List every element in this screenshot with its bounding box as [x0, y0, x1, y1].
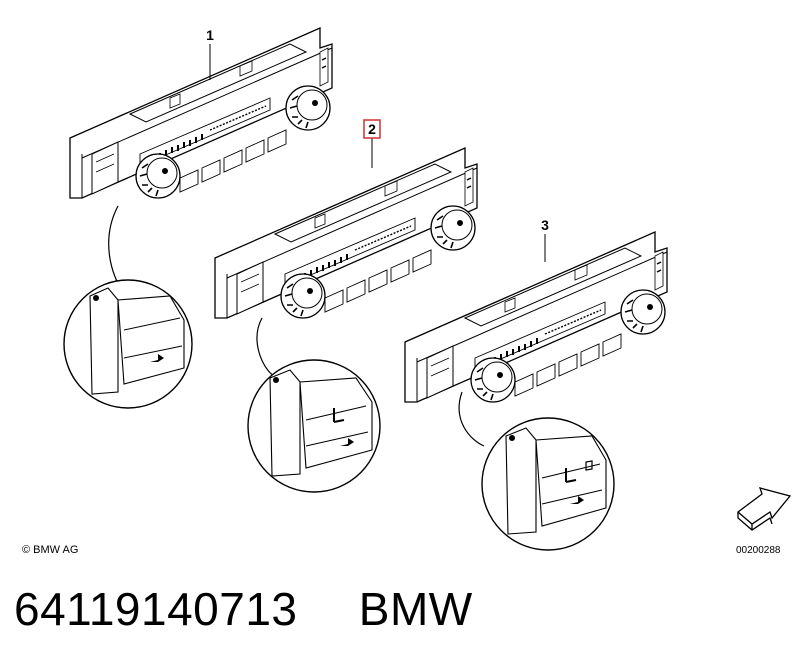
caption-bar: 64119140713 BMW: [14, 582, 473, 642]
item-label-2-highlight-box: [363, 119, 381, 139]
orientation-arrow-icon: [736, 487, 792, 531]
copyright-text: © BMW AG: [22, 544, 78, 556]
detail-circle-3: [458, 391, 615, 551]
detail-circle-2: [247, 317, 381, 493]
item-label-2: 2: [368, 121, 376, 137]
part-number: 64119140713: [14, 583, 298, 635]
panel-1: [69, 27, 333, 199]
drawing-code: 00200288: [736, 545, 781, 556]
panel-2: [214, 147, 478, 319]
detail-circle-1: [63, 205, 193, 409]
panel-3: [404, 231, 668, 403]
item-label-3: 3: [541, 217, 549, 233]
item-label-1: 1: [206, 27, 214, 43]
brand-name: BMW: [358, 583, 473, 635]
